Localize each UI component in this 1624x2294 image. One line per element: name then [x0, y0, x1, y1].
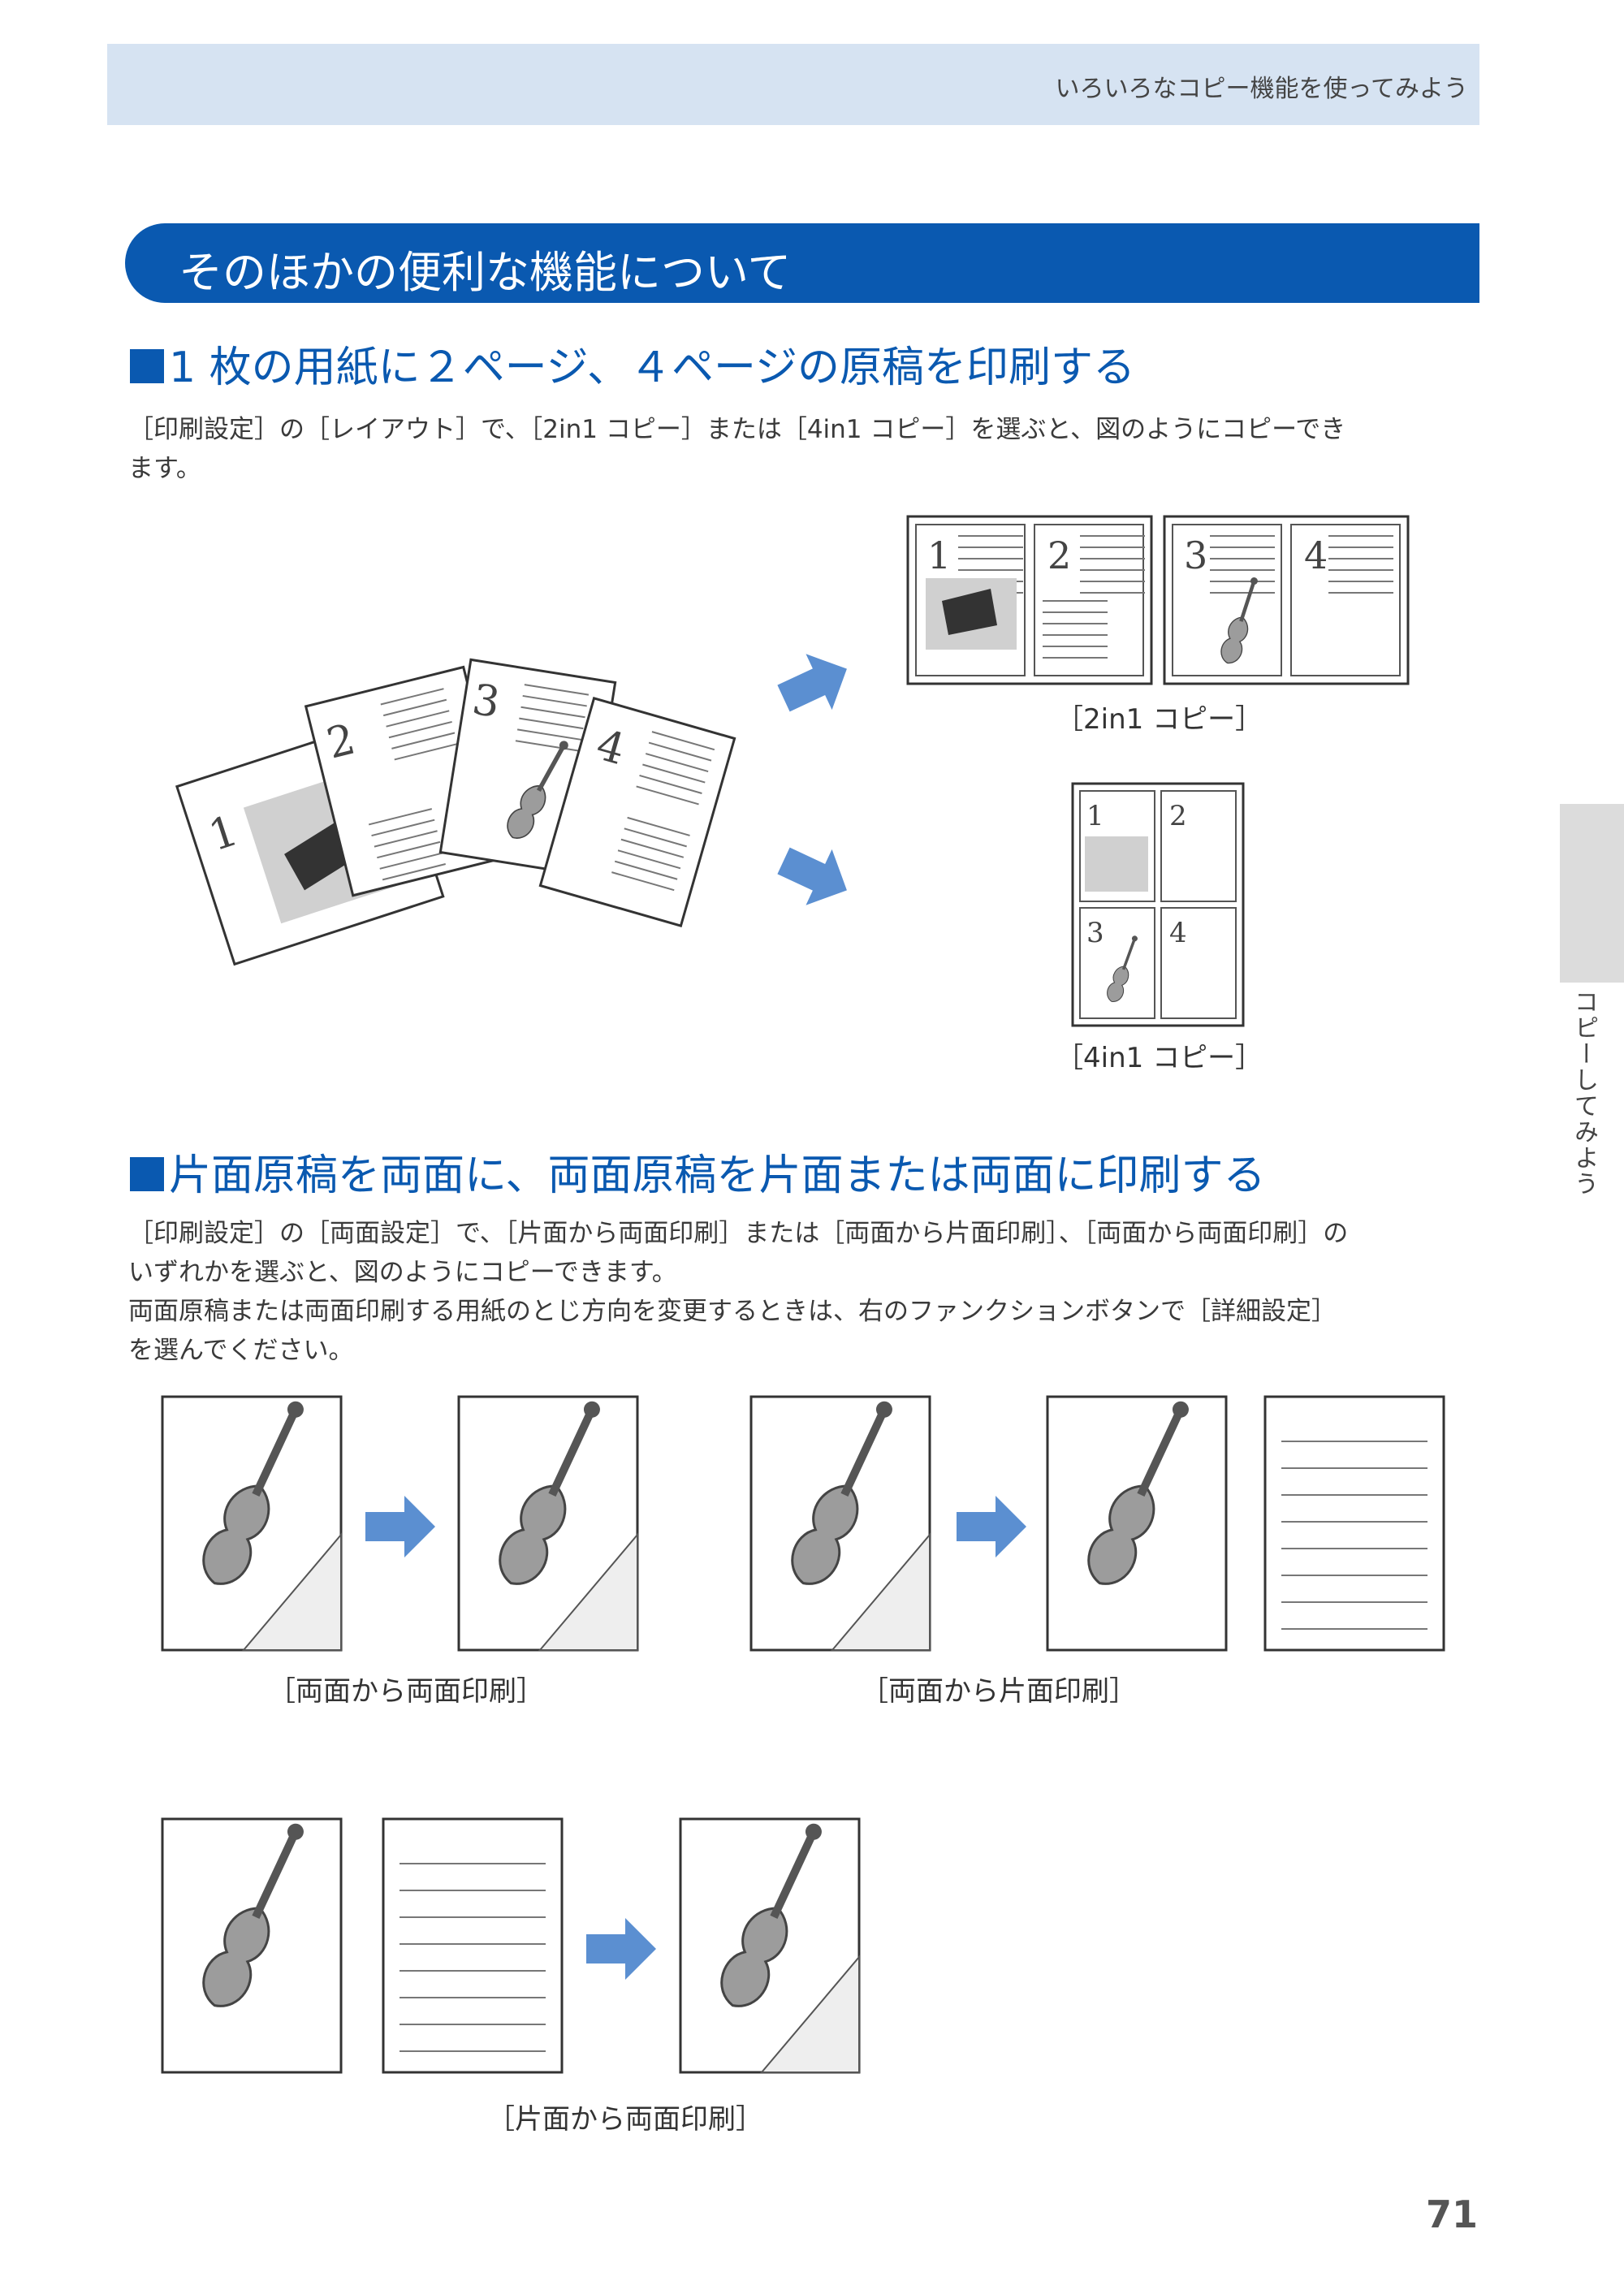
header-title: いろいろなコピー機能を使ってみよう: [1055, 75, 1469, 103]
page-number: 71: [1425, 2192, 1478, 2236]
svg-text:2: 2: [1047, 534, 1071, 577]
fanned-originals: 1 2 3 4: [175, 658, 736, 966]
subsection1-heading: 1 枚の用紙に２ページ、４ページの原稿を印刷する: [130, 333, 1135, 394]
subsection1-paragraph: ［印刷設定］の［レイアウト］で、［2in1 コピー］または［4in1 コピー］を…: [128, 415, 1346, 483]
square-bullet-icon: [130, 349, 164, 383]
svg-text:1: 1: [1086, 800, 1104, 832]
duplex-to-duplex-figure: [161, 1391, 639, 1652]
arrow-icon: [770, 832, 861, 918]
duplex-to-simplex-figure: [749, 1391, 1445, 1652]
arrow-icon: [770, 641, 861, 727]
simplex-to-duplex-figure: [161, 1813, 861, 2074]
svg-text:3: 3: [1184, 534, 1207, 577]
2in1-output: 1 2 3 4: [906, 515, 1410, 685]
subsection2-paragraph: ［印刷設定］の［両面設定］で、［片面から両面印刷］または［両面から片面印刷］、［…: [128, 1219, 1349, 1365]
svg-text:1: 1: [927, 534, 951, 577]
svg-text:2: 2: [1169, 800, 1187, 832]
4in1-output: 1 2 3 4: [1071, 782, 1245, 1027]
header-band: いろいろなコピー機能を使ってみよう: [107, 44, 1479, 125]
caption-duplex-to-simplex: ［両面から片面印刷］: [861, 1675, 1137, 1708]
subsection2-heading: 片面原稿を両面に、両面原稿を片面または両面に印刷する: [130, 1141, 1265, 1202]
svg-text:4: 4: [1169, 917, 1187, 949]
svg-text:3: 3: [1086, 917, 1104, 949]
section-title: そのほかの便利な機能について: [179, 247, 792, 298]
square-bullet-icon: [130, 1157, 164, 1191]
side-tab-label: コピーしてみよう: [1570, 989, 1598, 1197]
caption-2in1: ［2in1 コピー］: [1056, 703, 1263, 736]
caption-duplex-to-duplex: ［両面から両面印刷］: [268, 1675, 544, 1708]
svg-text:4: 4: [1304, 534, 1328, 577]
section-title-bar: そのほかの便利な機能について: [125, 223, 1479, 303]
caption-4in1: ［4in1 コピー］: [1056, 1042, 1263, 1074]
side-tab: [1560, 804, 1624, 983]
caption-simplex-to-duplex: ［片面から両面印刷］: [487, 2103, 763, 2136]
